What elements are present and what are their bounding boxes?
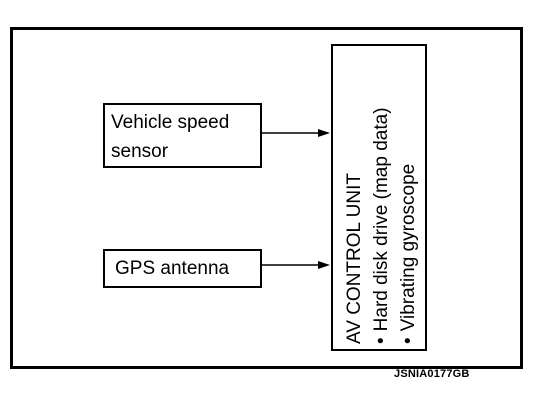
hard-disk-drive-label: Hard disk drive (map data): [371, 107, 392, 332]
vibrating-gyroscope-label: Vibrating gyroscope: [398, 163, 419, 332]
vehicle-speed-sensor-box: Vehicle speed sensor: [103, 103, 262, 168]
vehicle-speed-sensor-line1: Vehicle speed: [111, 112, 230, 133]
vehicle-speed-sensor-label: Vehicle speed sensor: [111, 108, 229, 166]
gps-antenna-box: GPS antenna: [103, 249, 262, 288]
gps-antenna-label: GPS antenna: [115, 258, 230, 279]
bullet-icon: •: [371, 337, 392, 344]
av-control-unit-title: AV CONTROL UNIT: [344, 172, 365, 344]
diagram-frame: [10, 27, 523, 369]
av-control-unit-box: AV CONTROL UNIT • Hard disk drive (map da…: [331, 44, 427, 351]
av-control-unit-item: • Vibrating gyroscope: [395, 46, 422, 344]
av-control-unit-text: AV CONTROL UNIT • Hard disk drive (map da…: [333, 46, 429, 353]
av-control-unit-item: • Hard disk drive (map data): [368, 46, 395, 344]
vehicle-speed-sensor-line2: sensor: [111, 141, 169, 162]
figure-code: JSNIA0177GB: [394, 368, 470, 380]
bullet-icon: •: [398, 337, 419, 344]
